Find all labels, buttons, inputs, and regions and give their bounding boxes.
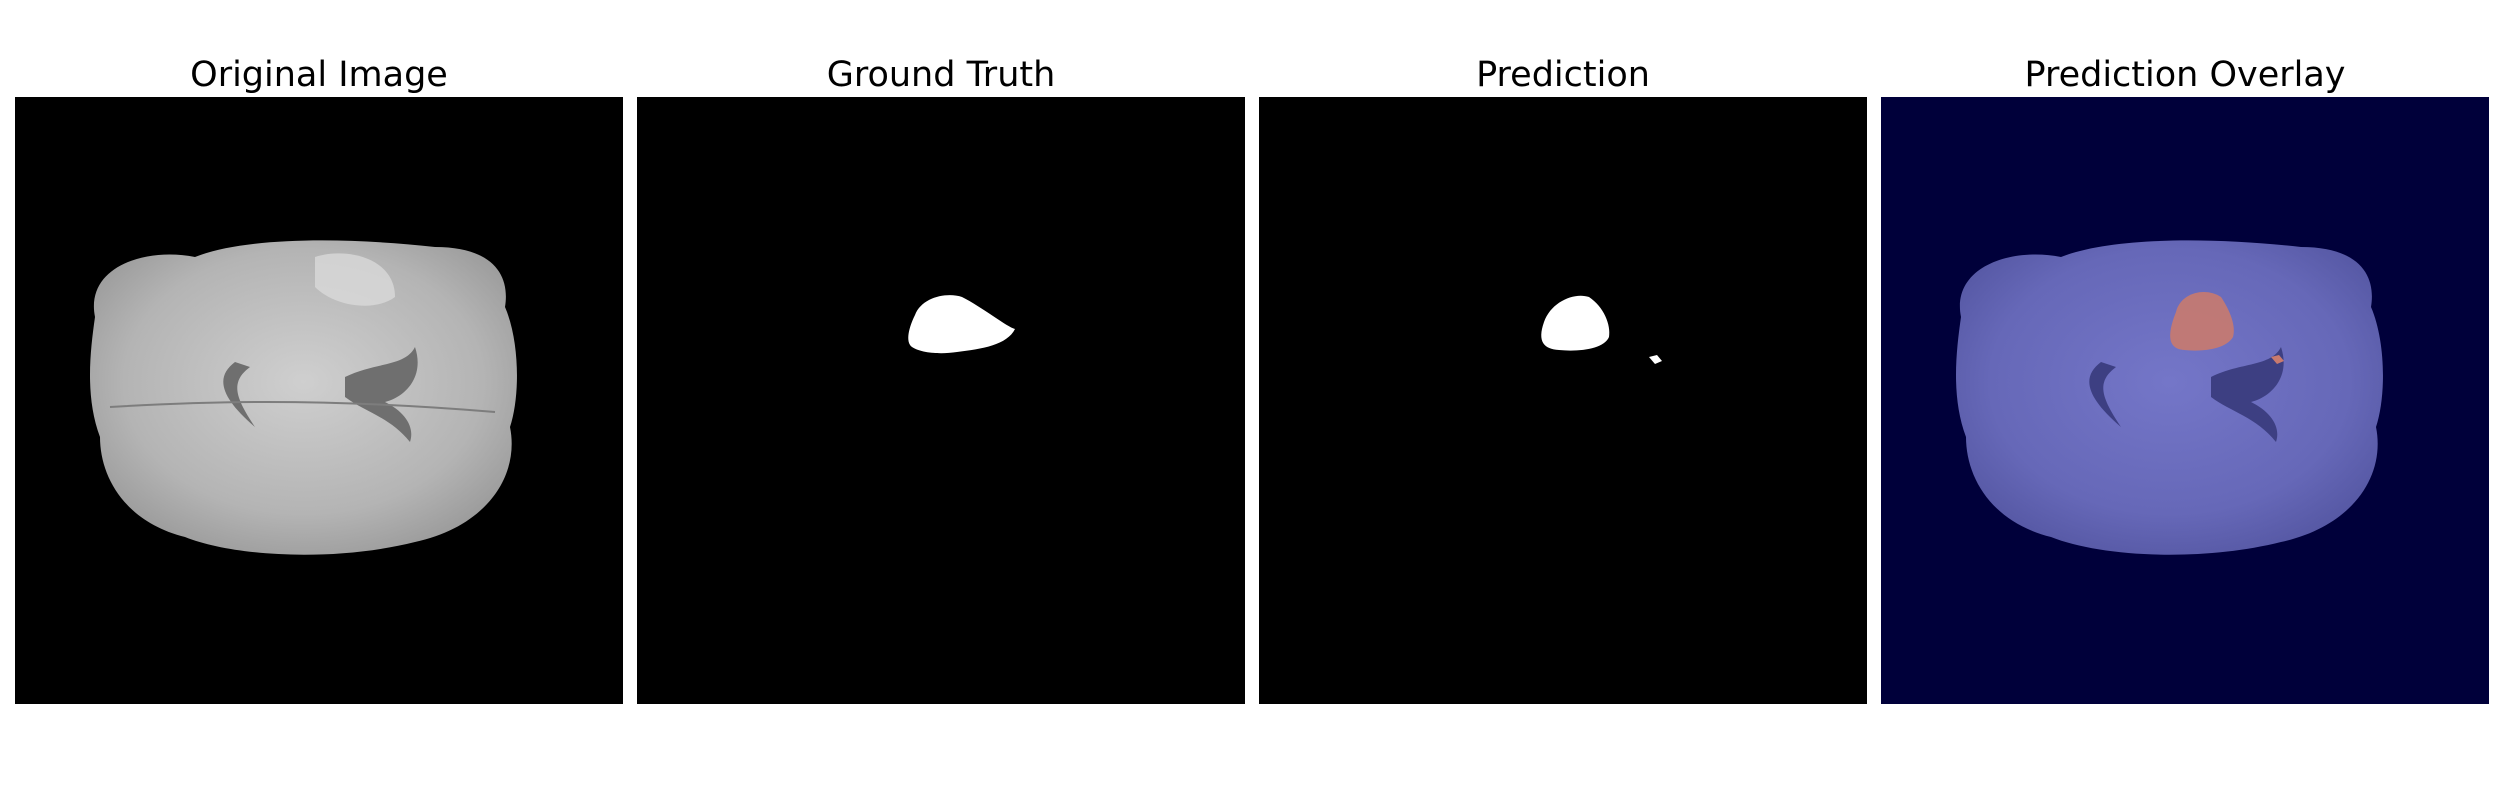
panel-prediction: Prediction: [1259, 0, 1867, 800]
brain-shape: [90, 240, 517, 555]
panel-title-original: Original Image: [190, 55, 448, 95]
panel-title-prediction: Prediction: [1476, 55, 1650, 95]
overlay-brain-shape: [1956, 240, 2383, 555]
ground-truth-mask-image: [637, 97, 1245, 704]
prediction-small-region: [1649, 355, 1662, 364]
panel-title-ground-truth: Ground Truth: [826, 55, 1056, 95]
prediction-overlay-image: [1881, 97, 2489, 704]
ground-truth-tumor-mask: [908, 295, 1015, 354]
original-mri-image: [15, 97, 623, 704]
overlay-tumor-region: [2170, 292, 2234, 351]
panel-title-overlay: Prediction Overlay: [2024, 55, 2346, 95]
prediction-tumor-mask: [1541, 295, 1610, 351]
panel-prediction-overlay: Prediction Overlay: [1881, 0, 2489, 800]
prediction-mask-image: [1259, 97, 1867, 704]
overlay-small-region: [2271, 355, 2284, 364]
panel-ground-truth: Ground Truth: [637, 0, 1245, 800]
panel-original-image: Original Image: [15, 0, 623, 800]
